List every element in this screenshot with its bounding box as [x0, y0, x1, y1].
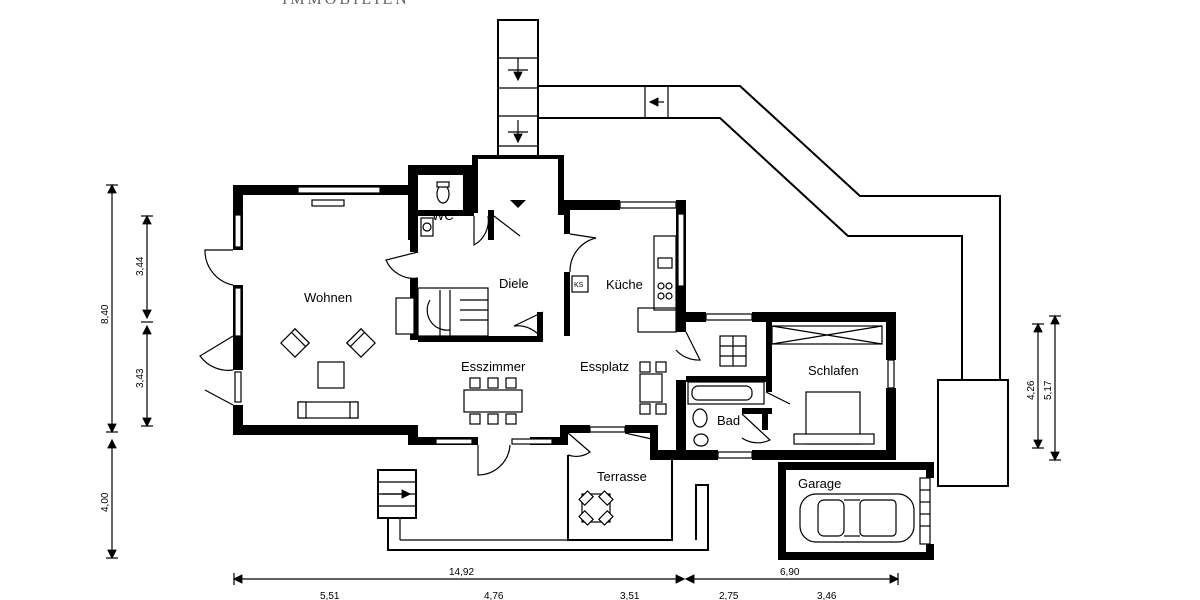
dim-bottom-seg-1: 5,51: [320, 591, 340, 600]
room-label-garage: Garage: [798, 476, 841, 491]
brand-header: IMMOBILIEN: [282, 0, 410, 8]
room-label-essplatz: Essplatz: [580, 359, 629, 374]
room-label-terrasse: Terrasse: [597, 469, 647, 484]
ks-label: KS: [574, 282, 584, 289]
bath-fixtures: [687, 381, 765, 447]
car-icon: [799, 493, 915, 543]
room-label-wc: WC: [432, 208, 454, 223]
garage-structure: [778, 462, 934, 560]
living-furniture: [280, 199, 376, 419]
dining-furniture: [463, 361, 667, 425]
windows: [234, 186, 895, 459]
dim-left-total: 8,40: [100, 304, 111, 324]
dim-bottom-seg-3: 3,51: [620, 591, 640, 600]
room-label-wohnen: Wohnen: [304, 290, 352, 305]
dim-bottom-main: 14,92: [449, 567, 474, 578]
dim-right-inner: 4,26: [1026, 380, 1037, 400]
room-label-kueche: Küche: [606, 277, 643, 292]
staircase: [395, 287, 747, 367]
dim-right-outer: 5,17: [1043, 380, 1054, 400]
dim-bottom-seg-4: 2,75: [719, 591, 739, 600]
dim-bottom-seg-2: 4,76: [484, 591, 504, 600]
room-label-schlafen: Schlafen: [808, 363, 859, 378]
dim-left-lower: 3,43: [135, 368, 146, 388]
terrace-area: [377, 455, 709, 551]
dim-bottom-seg-5: 3,46: [817, 591, 837, 600]
dimension-lines: 8,40 3,44 3,43 4,00 4,26 5,17 14,92 6,90…: [100, 183, 1061, 600]
doors: [199, 200, 791, 476]
dim-bottom-right: 6,90: [780, 567, 800, 578]
wc-fixtures: [420, 181, 450, 237]
room-label-bad: Bad: [717, 413, 740, 428]
room-labels: Wohnen WC Diele Küche Esszimmer Essplatz…: [304, 208, 859, 491]
room-label-esszimmer: Esszimmer: [461, 359, 526, 374]
bedroom-furniture: [771, 325, 883, 445]
dim-left-bottom: 4,00: [100, 492, 111, 512]
dim-left-upper: 3,44: [135, 256, 146, 276]
kitchen-fixtures: KS: [571, 235, 677, 333]
room-label-diele: Diele: [499, 276, 529, 291]
